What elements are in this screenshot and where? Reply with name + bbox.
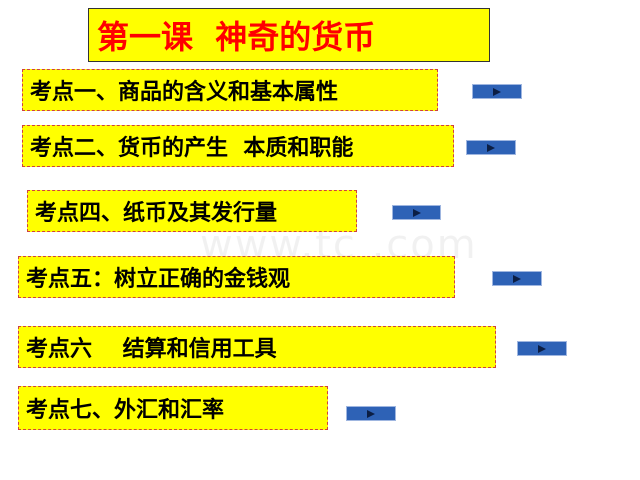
topic-link-4[interactable]: 考点五：树立正确的金钱观	[18, 256, 455, 298]
nav-button-4[interactable]	[492, 271, 542, 286]
play-arrow-icon	[513, 274, 521, 283]
topic-link-6[interactable]: 考点七、外汇和汇率	[18, 386, 328, 430]
topic-link-3[interactable]: 考点四、纸币及其发行量	[27, 190, 357, 232]
nav-button-5[interactable]	[517, 341, 567, 356]
nav-button-6[interactable]	[346, 406, 396, 421]
play-arrow-icon	[538, 344, 546, 353]
play-arrow-icon	[487, 143, 495, 152]
nav-button-1[interactable]	[472, 84, 522, 99]
topic-link-1[interactable]: 考点一、商品的含义和基本属性	[22, 69, 438, 111]
play-arrow-icon	[493, 87, 501, 96]
nav-button-3[interactable]	[392, 205, 441, 220]
topic-link-2[interactable]: 考点二、货币的产生 本质和职能	[22, 125, 454, 167]
slide-title: 第一课 神奇的货币	[88, 8, 490, 62]
topic-link-5[interactable]: 考点六 结算和信用工具	[18, 326, 496, 368]
play-arrow-icon	[412, 208, 421, 217]
nav-button-2[interactable]	[466, 140, 516, 155]
play-arrow-icon	[367, 409, 375, 418]
